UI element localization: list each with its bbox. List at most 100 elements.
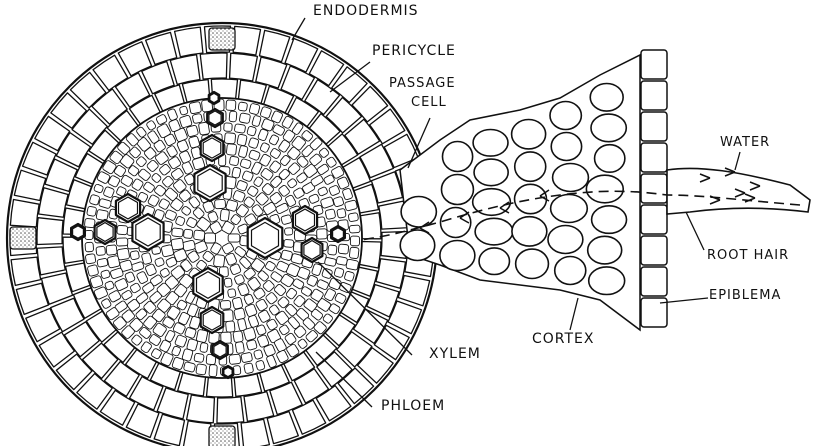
passage-cell [209,28,235,50]
stele-cell [226,100,236,111]
stele-cell [225,321,235,333]
cortex-cell [512,217,547,246]
epidermal-cell [10,199,39,226]
stele-cell [87,206,97,217]
epidermal-cell [233,26,260,55]
stele-cell [238,102,248,111]
stele-cell [192,113,203,123]
stele-cell [325,209,336,220]
stele-cell [284,239,294,247]
cortex-cell [550,102,581,130]
stele-cell [116,238,128,246]
cortex-cell [473,130,508,157]
epidermal-cell [11,257,41,285]
cortex-cell [548,226,583,254]
stele-cell [246,339,257,350]
stele-cell [328,245,337,255]
stele-cell [96,246,106,255]
cortex-cell [551,195,588,223]
stele-cell [348,213,358,222]
stele-cell [224,278,232,288]
epiblema-cell [641,205,667,234]
stele-cell [349,247,359,259]
cortical-cell [230,53,258,81]
root-hair-leader [686,212,704,250]
endodermal-cell [359,242,380,269]
stele-cell [117,225,128,235]
xylem-vessel-lumen [210,93,218,102]
stele-cell [229,354,241,364]
epiblema-cell [641,50,667,79]
epiblema-cell [641,267,667,296]
cortex-cell [551,133,581,161]
stele-cell [87,264,99,276]
stele-cell [234,124,246,134]
stele-cell [106,245,117,256]
passage-cell [10,227,36,249]
stele-cell [85,254,96,265]
cortex-cell [474,159,508,186]
xylem-vessel-lumen [214,343,226,357]
stele-cell [235,341,244,353]
stele-cell [334,267,345,278]
epiblema-label: EPIBLEMA [709,288,781,303]
cortex-leader [570,298,578,330]
xylem-label: XYLEM [429,346,481,362]
stele-cell [224,133,235,144]
stele-cell [227,288,236,297]
stele-cell [229,156,239,166]
epiblema-cell [641,81,667,110]
xylem-vessel-lumen [296,209,315,231]
stele-cell [196,364,207,375]
epiblema-cell [641,174,667,203]
passage-cell [209,426,235,446]
stele-cell [232,167,241,178]
stele-cell [344,271,355,282]
water-leader [735,152,740,170]
stele-cell [220,300,231,309]
phloem-label: PHLOEM [381,398,445,414]
stele-cell [228,234,240,242]
epidermal-cell [175,27,203,57]
xylem-vessel-lumen [97,223,113,242]
cortex-cell [479,248,509,275]
stele-cell [193,230,205,241]
stele-cell [215,199,226,208]
stele-cell [249,103,260,115]
stele-cell [241,352,253,363]
cortex-cell [586,175,623,203]
epidermal-cell [241,419,269,446]
stele-cell [224,123,233,132]
cortex-cell [512,120,546,149]
stele-cell [189,101,202,114]
cortical-cell [37,218,63,245]
stele-cell [209,364,217,376]
cortex-cell [475,218,513,245]
xylem-vessel-lumen [333,228,344,240]
endodermal-cell [360,213,381,239]
water-label: WATER [720,135,770,150]
stele-cell [200,342,209,352]
stele-cell [204,233,215,243]
cortical-cell [200,53,227,79]
xylem-vessel-lumen [203,310,221,330]
cortex-cell [440,208,470,238]
endodermis-label: ENDODERMIS [313,3,419,19]
stele-cell [194,353,205,363]
epiblema-cell [641,112,667,141]
stele-cell [349,225,360,233]
stele-cell [85,242,94,252]
cortex-cell [440,241,475,271]
stele-cell [96,209,109,221]
cortex-cell [592,206,627,234]
xylem-vessel-lumen [119,197,138,219]
xylem-vessel-lumen [73,226,84,238]
stele-cell [237,134,247,146]
stele-cell [232,297,243,309]
cortical-cell [37,247,65,275]
cortex-cell [442,142,472,172]
stele-cell [97,258,108,267]
stele-cell [350,236,359,246]
stele-cell [317,229,328,239]
